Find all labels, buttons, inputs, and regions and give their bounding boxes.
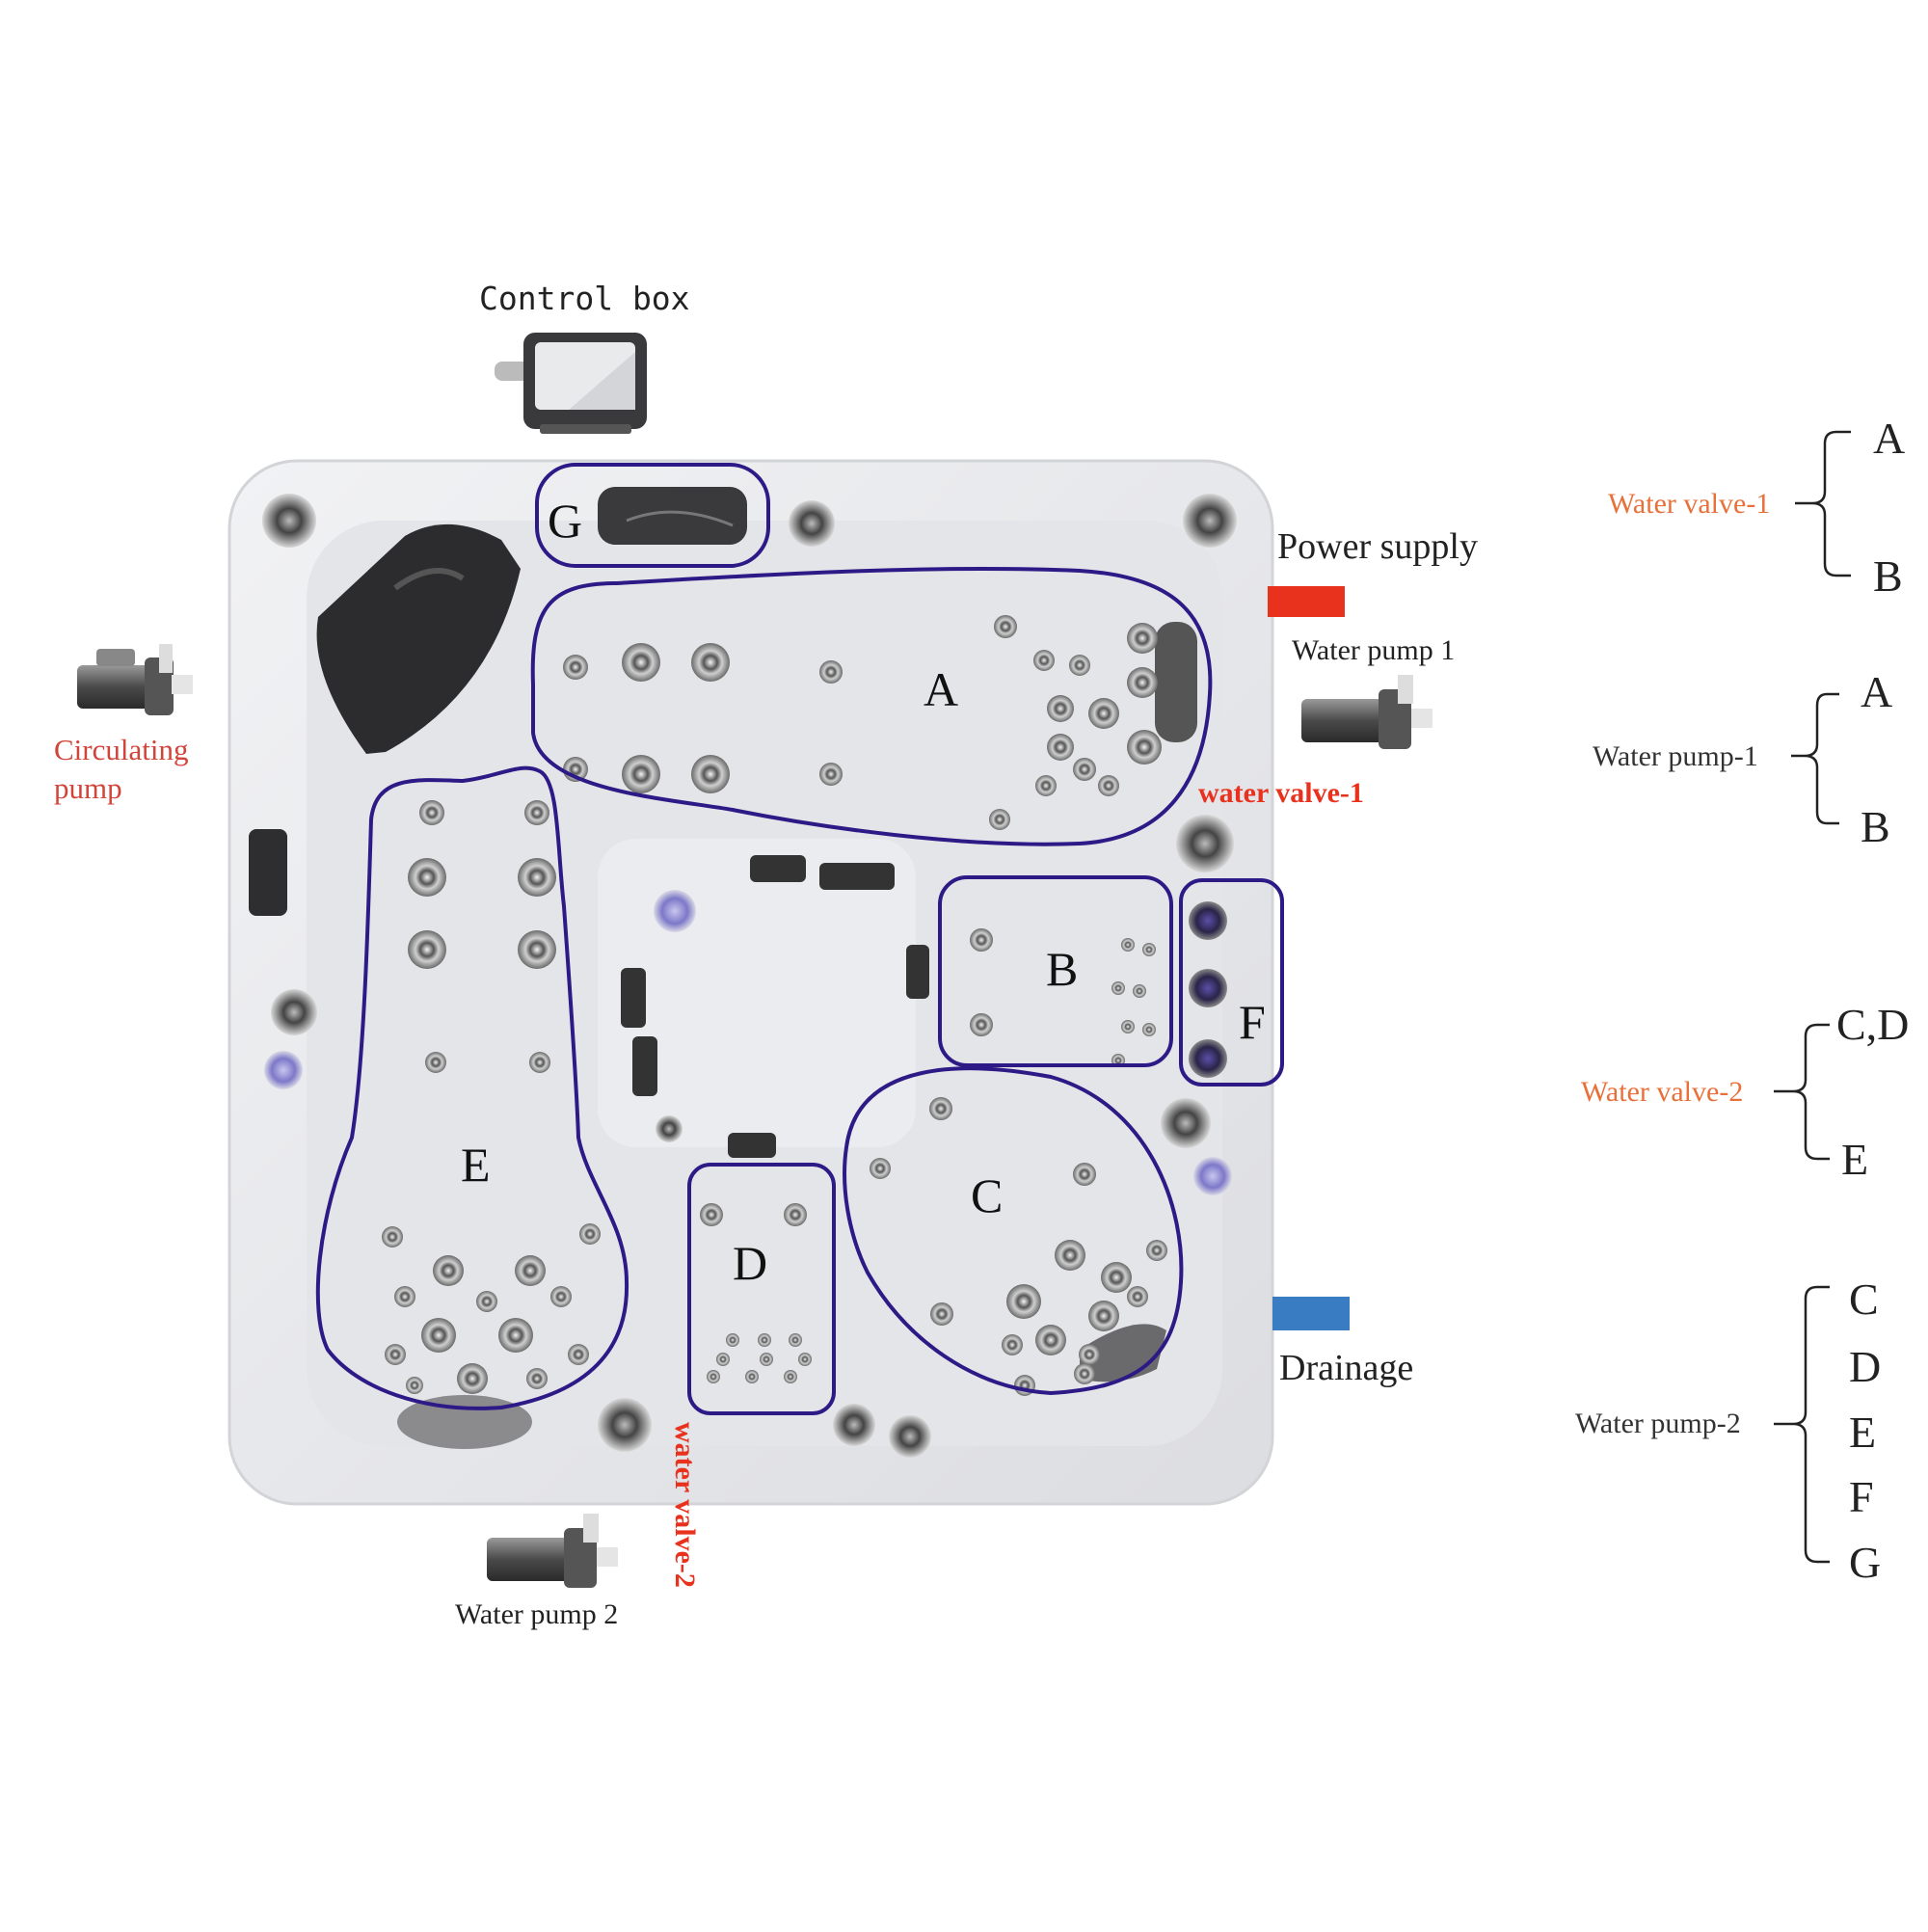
- water-valve-2-label: water valve-2: [669, 1422, 701, 1588]
- jets-zone-d: [700, 1203, 812, 1383]
- g-pillow: [598, 487, 747, 545]
- side-control-panel: [249, 829, 287, 916]
- water-valve-1-label: water valve-1: [1198, 777, 1364, 809]
- drainage-label: Drainage: [1279, 1348, 1414, 1388]
- jets-zone-f: [1189, 901, 1227, 1078]
- zone-b-outline: [938, 875, 1173, 1067]
- legend-item: A: [1873, 414, 1906, 463]
- zone-g-label: G: [548, 494, 583, 548]
- zone-d-label: D: [733, 1236, 768, 1290]
- legend-item: F: [1849, 1472, 1874, 1521]
- circulating-pump-device: [77, 644, 193, 715]
- zone-b-label: B: [1046, 942, 1079, 996]
- zone-e-label: E: [461, 1138, 491, 1192]
- zone-a-outline: [530, 567, 1213, 846]
- control-box-label: Control box: [479, 280, 690, 317]
- side-pillow: [1155, 622, 1197, 742]
- legend-item: B: [1861, 802, 1890, 851]
- zone-f-label: F: [1239, 995, 1266, 1049]
- jets-zone-e: [382, 800, 601, 1394]
- legend-item: D: [1849, 1342, 1882, 1391]
- zone-c-outline: [843, 1066, 1184, 1396]
- legend-item: B: [1873, 551, 1903, 601]
- circulating-pump-label-2: pump: [54, 771, 122, 805]
- legend-water-pump-1: Water pump-1: [1593, 740, 1758, 772]
- legend-item: E: [1849, 1408, 1877, 1457]
- drainage-bar: [1272, 1297, 1350, 1330]
- power-supply-label: Power supply: [1277, 526, 1478, 567]
- legend-item: C: [1849, 1275, 1879, 1324]
- power-supply-bar: [1268, 586, 1345, 617]
- zone-g-outline: [535, 463, 770, 568]
- corner-fixtures: [249, 494, 1237, 1458]
- zone-f-outline: [1179, 878, 1284, 1087]
- zone-d-outline: [687, 1163, 836, 1415]
- control-box-device: [495, 333, 647, 434]
- water-pump-1-label: Water pump 1: [1292, 634, 1456, 666]
- zone-c-label: C: [971, 1168, 1004, 1222]
- legend-water-valve-1: Water valve-1: [1608, 488, 1771, 520]
- zone-e-outline: [315, 765, 629, 1410]
- zone-outlines: [315, 463, 1284, 1415]
- legend-item: G: [1849, 1538, 1882, 1587]
- legend-water-valve-2: Water valve-2: [1581, 1076, 1744, 1108]
- legend-water-pump-2: Water pump-2: [1575, 1408, 1741, 1439]
- jets-zone-a: [563, 615, 1162, 830]
- water-pump-1-device: [1301, 675, 1433, 749]
- water-pump-2-label: Water pump 2: [455, 1598, 619, 1630]
- legend-item: E: [1841, 1135, 1869, 1184]
- circulating-pump-label: Circulating: [54, 733, 189, 766]
- zone-a-label: A: [924, 662, 959, 716]
- headrest-pillow: [316, 523, 521, 754]
- legend-braces: [1774, 430, 1851, 1564]
- water-pump-2-device: [487, 1514, 618, 1588]
- jets-zone-c: [870, 1097, 1167, 1396]
- legend-item: A: [1861, 667, 1893, 716]
- legend-item: C,D: [1836, 1000, 1910, 1049]
